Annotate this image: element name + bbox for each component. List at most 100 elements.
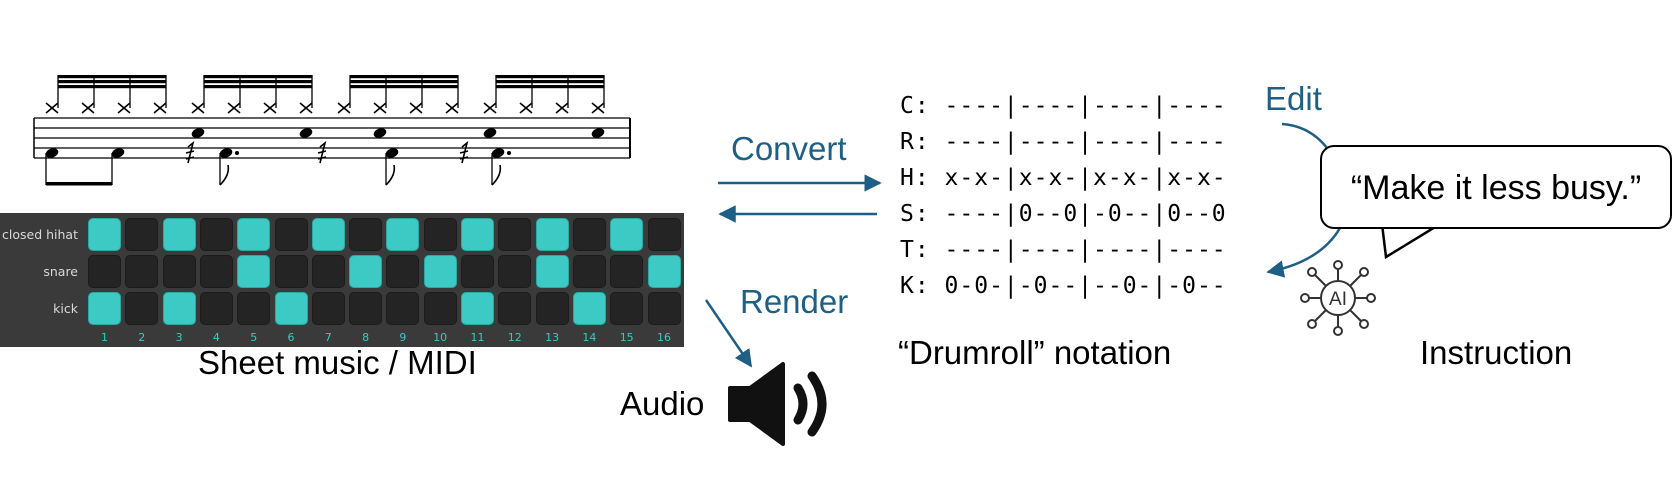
kick-note: [111, 148, 125, 158]
step-cell[interactable]: [199, 292, 233, 325]
step-number: 1: [101, 331, 108, 344]
note-flag: [219, 164, 230, 186]
step-cell[interactable]: [237, 218, 271, 251]
step-cell[interactable]: [311, 292, 345, 325]
instruction-bubble: “Make it less busy.”: [1320, 145, 1672, 229]
beam: [350, 75, 458, 79]
step-cell[interactable]: [274, 255, 308, 288]
step-cell[interactable]: [572, 255, 606, 288]
snare-note: [483, 128, 497, 138]
step-cell[interactable]: [349, 292, 383, 325]
step-cell[interactable]: [535, 218, 569, 251]
step-cell[interactable]: [386, 218, 420, 251]
step-cell[interactable]: [88, 292, 121, 325]
step-cell[interactable]: [311, 218, 345, 251]
step-cell[interactable]: [461, 292, 494, 325]
sheet-caption: Sheet music / MIDI: [198, 344, 477, 381]
audio-caption: Audio: [620, 385, 705, 422]
hihat-note: [153, 102, 167, 114]
step-cell[interactable]: [125, 255, 159, 288]
step-number: 14: [582, 331, 597, 344]
notation-line-h: H: x-x-|x-x-|x-x-|x-x-: [900, 165, 1227, 191]
step-cell[interactable]: [647, 218, 681, 251]
step-cell[interactable]: [199, 255, 233, 288]
step-cell[interactable]: [610, 255, 644, 288]
step-cell[interactable]: [88, 218, 121, 251]
row-label: closed hihat: [2, 227, 78, 242]
beam: [58, 75, 166, 79]
edit-label: Edit: [1265, 80, 1322, 117]
step-number: 6: [287, 331, 295, 344]
sheet-music: [33, 75, 631, 186]
step-cell[interactable]: [162, 255, 196, 288]
step-cell[interactable]: [199, 218, 233, 251]
notation-line-t: T: ----|----|----|----: [900, 237, 1227, 263]
row-label: snare: [43, 264, 78, 279]
beam: [496, 85, 604, 89]
step-cell[interactable]: [162, 292, 196, 325]
hihat-note: [263, 102, 277, 114]
speaker-icon: [728, 362, 827, 446]
hihat-note: [519, 102, 533, 114]
step-cell[interactable]: [237, 292, 271, 325]
step-cell[interactable]: [386, 292, 420, 325]
snare-note: [299, 128, 313, 138]
step-cell[interactable]: [498, 218, 532, 251]
beam: [350, 80, 458, 84]
step-number: 7: [324, 331, 332, 344]
step-cell[interactable]: [349, 218, 383, 251]
beam: [496, 75, 604, 79]
step-cell[interactable]: [647, 292, 681, 325]
step-cell[interactable]: [311, 255, 345, 288]
instruction-text: “Make it less busy.”: [1350, 169, 1642, 207]
step-cell[interactable]: [610, 218, 644, 251]
hihat-note: [373, 102, 387, 114]
step-cell[interactable]: [423, 292, 457, 325]
hihat-note: [227, 102, 241, 114]
step-cell[interactable]: [572, 292, 606, 325]
note-flag: [491, 164, 502, 186]
step-cell[interactable]: [162, 218, 196, 251]
step-number: 16: [657, 331, 671, 344]
notation-line-k: K: 0-0-|-0--|--0-|-0--: [900, 273, 1227, 299]
step-cell[interactable]: [535, 292, 569, 325]
step-cell[interactable]: [274, 292, 308, 325]
instruction-caption: Instruction: [1420, 334, 1573, 371]
step-cell[interactable]: [498, 292, 532, 325]
step-cell[interactable]: [386, 255, 420, 288]
step-cell[interactable]: [349, 255, 383, 288]
step-number: 2: [138, 331, 146, 344]
step-cell[interactable]: [88, 255, 121, 288]
step-number: 4: [212, 331, 220, 344]
edit-arrow-bottom: [1266, 227, 1342, 278]
step-cell[interactable]: [461, 255, 494, 288]
snare-note: [591, 128, 605, 138]
hihat-note: [445, 102, 459, 114]
hihat-note: [591, 102, 605, 114]
snare-note: [191, 128, 205, 138]
drumroll-notation: C: ----|----|----|---- R: ----|----|----…: [900, 88, 1227, 304]
step-cell[interactable]: [423, 218, 457, 251]
step-cell[interactable]: [610, 292, 644, 325]
step-cell[interactable]: [125, 292, 159, 325]
step-cell[interactable]: [572, 218, 606, 251]
step-cell[interactable]: [125, 218, 159, 251]
beam: [204, 80, 312, 84]
step-number: 12: [507, 331, 522, 344]
step-cell[interactable]: [647, 255, 681, 288]
step-cell[interactable]: [498, 255, 532, 288]
step-cell[interactable]: [274, 218, 308, 251]
step-cell[interactable]: [237, 255, 271, 288]
step-cell[interactable]: [535, 255, 569, 288]
hihat-note: [337, 102, 351, 114]
hihat-note: [81, 102, 95, 114]
step-cell[interactable]: [461, 218, 494, 251]
ai-network-icon: AI: [1300, 260, 1376, 336]
step-cell[interactable]: [423, 255, 457, 288]
ai-badge-text: AI: [1329, 289, 1347, 310]
notation-line-s: S: ----|0--0|-0--|0--0: [900, 201, 1227, 227]
beam: [350, 85, 458, 89]
staff-lines: [33, 117, 631, 159]
